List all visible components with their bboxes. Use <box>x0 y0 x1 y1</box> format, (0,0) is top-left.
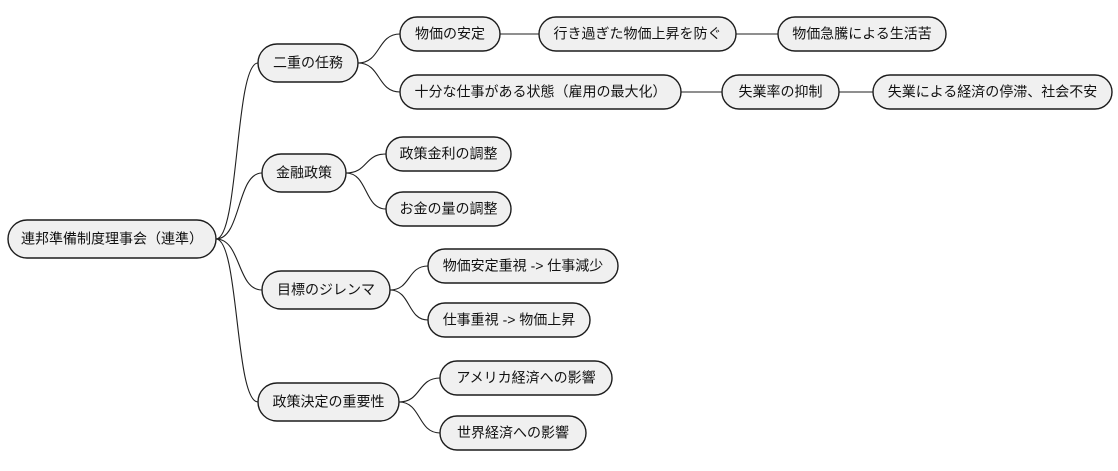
node-label: 二重の任務 <box>273 55 343 71</box>
mindmap-node-n1b[interactable]: 十分な仕事がある状態（雇用の最大化） <box>399 74 682 110</box>
edge-root-to-n1 <box>215 62 259 240</box>
node-shape <box>7 219 217 259</box>
mindmap-node-n3b[interactable]: 仕事重視 -> 物価上昇 <box>427 302 591 338</box>
mindmap-node-n4b[interactable]: 世界経済への影響 <box>439 415 587 451</box>
edge-n4-to-n4b <box>398 401 441 434</box>
edge-root-to-n4 <box>215 238 259 403</box>
node-shape <box>385 136 512 172</box>
node-shape <box>399 16 501 52</box>
node-label: 連邦準備制度理事会（連準） <box>21 231 203 247</box>
node-label: 十分な仕事がある状態（雇用の最大化） <box>415 84 667 100</box>
node-label: 政策金利の調整 <box>400 146 498 162</box>
node-shape <box>439 360 613 396</box>
node-shape <box>399 74 682 110</box>
node-label: 失業率の抑制 <box>739 84 823 100</box>
mindmap-node-n1a[interactable]: 物価の安定 <box>399 16 501 52</box>
mindmap-node-n4a[interactable]: アメリカ経済への影響 <box>439 360 613 396</box>
node-shape <box>257 43 359 83</box>
node-shape <box>538 16 737 52</box>
node-shape <box>777 16 947 52</box>
mindmap-node-n2a[interactable]: 政策金利の調整 <box>385 136 512 172</box>
node-label: 物価急騰による生活苦 <box>792 26 932 42</box>
mindmap-node-n4[interactable]: 政策決定の重要性 <box>257 382 400 422</box>
edge-n4-to-n4a <box>398 377 441 403</box>
node-label: 失業による経済の停滞、社会不安 <box>888 84 1098 100</box>
mindmap-node-n1a1a[interactable]: 物価急騰による生活苦 <box>777 16 947 52</box>
node-shape <box>261 270 391 310</box>
node-shape <box>261 153 347 193</box>
node-layer: 連邦準備制度理事会（連準） 二重の任務 物価の安定 行き過ぎた物価上昇を防ぐ 物価急騰に… <box>7 16 1113 451</box>
edge-root-to-n2 <box>215 172 263 240</box>
mindmap-node-n2[interactable]: 金融政策 <box>261 153 347 193</box>
mindmap-root-node[interactable]: 連邦準備制度理事会（連準） <box>7 219 217 259</box>
node-shape <box>872 74 1113 110</box>
mindmap-node-n2b[interactable]: お金の量の調整 <box>385 191 512 227</box>
node-shape <box>439 415 587 451</box>
edge-n2-to-n2b <box>345 172 387 210</box>
node-label: 物価の安定 <box>415 26 485 42</box>
node-label: 行き過ぎた物価上昇を防ぐ <box>554 26 722 42</box>
edge-n1-to-n1a <box>357 33 401 64</box>
node-shape <box>427 248 619 284</box>
edge-layer <box>215 33 873 434</box>
edge-n3-to-n3a <box>389 265 429 291</box>
node-shape <box>721 74 840 110</box>
node-label: 世界経済への影響 <box>457 425 569 441</box>
node-label: 物価安定重視 -> 仕事減少 <box>443 258 604 274</box>
node-label: お金の量の調整 <box>400 201 498 217</box>
node-shape <box>427 302 591 338</box>
node-label: 仕事重視 -> 物価上昇 <box>443 312 576 328</box>
edge-n3-to-n3b <box>389 289 429 321</box>
mindmap-node-n1a1[interactable]: 行き過ぎた物価上昇を防ぐ <box>538 16 737 52</box>
mindmap-node-n3a[interactable]: 物価安定重視 -> 仕事減少 <box>427 248 619 284</box>
node-label: 金融政策 <box>276 165 332 181</box>
node-label: 目標のジレンマ <box>277 282 375 298</box>
node-label: 政策決定の重要性 <box>273 394 385 410</box>
node-label: アメリカ経済への影響 <box>456 370 595 386</box>
node-shape <box>257 382 400 422</box>
mindmap-node-n1b1a[interactable]: 失業による経済の停滞、社会不安 <box>872 74 1113 110</box>
edge-n2-to-n2a <box>345 153 387 174</box>
edge-root-to-n3 <box>215 238 263 291</box>
node-shape <box>385 191 512 227</box>
edge-n1-to-n1b <box>357 62 401 93</box>
mindmap-node-n1[interactable]: 二重の任務 <box>257 43 359 83</box>
mindmap-node-n1b1[interactable]: 失業率の抑制 <box>721 74 840 110</box>
mindmap-node-n3[interactable]: 目標のジレンマ <box>261 270 391 310</box>
